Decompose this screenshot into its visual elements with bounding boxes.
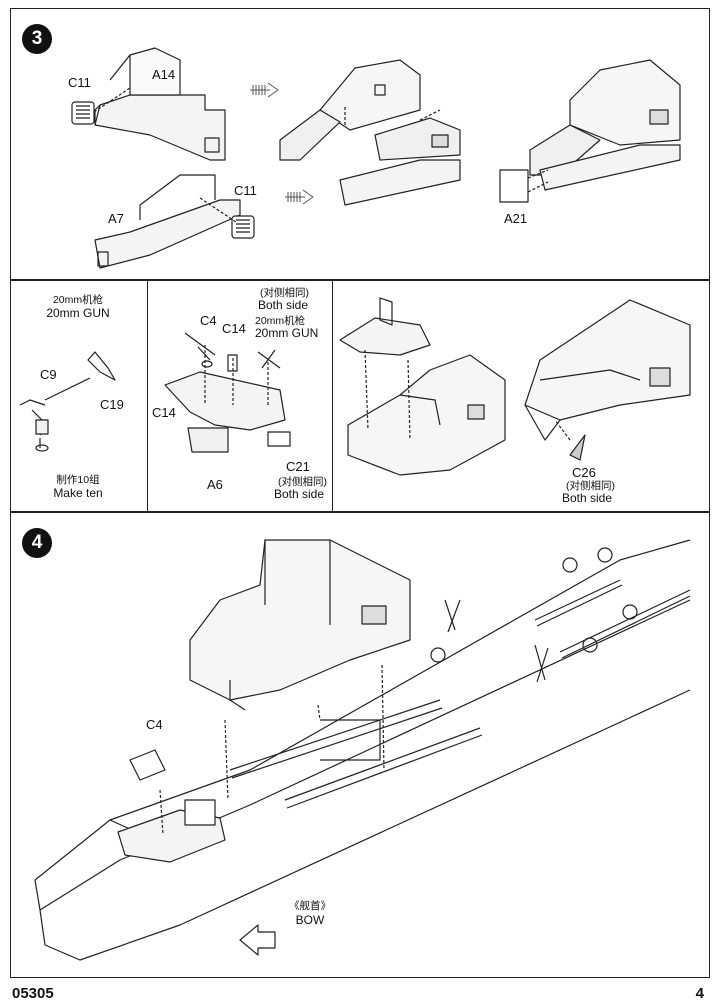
bridge-gun-cn: 20mm机枪 <box>255 315 306 327</box>
label-a21: A21 <box>504 211 528 226</box>
gun-title-en: 20mm GUN <box>46 306 110 320</box>
make-ten-en: Make ten <box>53 486 103 500</box>
assembly-both-side-cn: (对侧相同) <box>566 480 615 492</box>
assembly-both-side-en: Both side <box>562 491 613 505</box>
both-side-en-bottom: Both side <box>274 487 325 501</box>
label-c4-step4: C4 <box>146 717 163 732</box>
label-a14: A14 <box>152 67 176 82</box>
both-side-en-top: Both side <box>258 298 309 312</box>
label-c19: C19 <box>100 397 124 412</box>
label-c21: C21 <box>286 459 310 474</box>
both-side-cn-bottom: (对侧相同) <box>278 476 327 488</box>
label-a6: A6 <box>207 477 223 492</box>
bow-label-en: BOW <box>295 913 325 927</box>
label-c14-top: C14 <box>222 321 246 336</box>
gun-title-cn: 20mm机枪 <box>52 294 104 306</box>
label-a7: A7 <box>108 211 124 226</box>
label-c14-left: C14 <box>152 405 176 420</box>
step4-frame <box>10 512 710 978</box>
bridge-gun-en: 20mm GUN <box>255 326 319 340</box>
step3-frame <box>10 8 710 280</box>
step-3-badge: 3 <box>22 24 52 54</box>
both-side-cn-top: (对侧相同) <box>260 287 309 299</box>
assembly-panel-frame <box>332 280 710 512</box>
label-c26: C26 <box>572 465 596 480</box>
step-4-badge: 4 <box>22 528 52 558</box>
page-number: 4 <box>695 985 704 1002</box>
product-code: 05305 <box>12 985 54 1002</box>
label-c11-mid: C11 <box>234 183 257 198</box>
label-c4-bridge: C4 <box>200 313 217 328</box>
label-c11-top: C11 <box>68 75 91 90</box>
bow-label-cn: 《舰首》 <box>289 900 331 912</box>
label-c9: C9 <box>40 367 57 382</box>
make-ten-cn: 制作10组 <box>56 474 100 486</box>
